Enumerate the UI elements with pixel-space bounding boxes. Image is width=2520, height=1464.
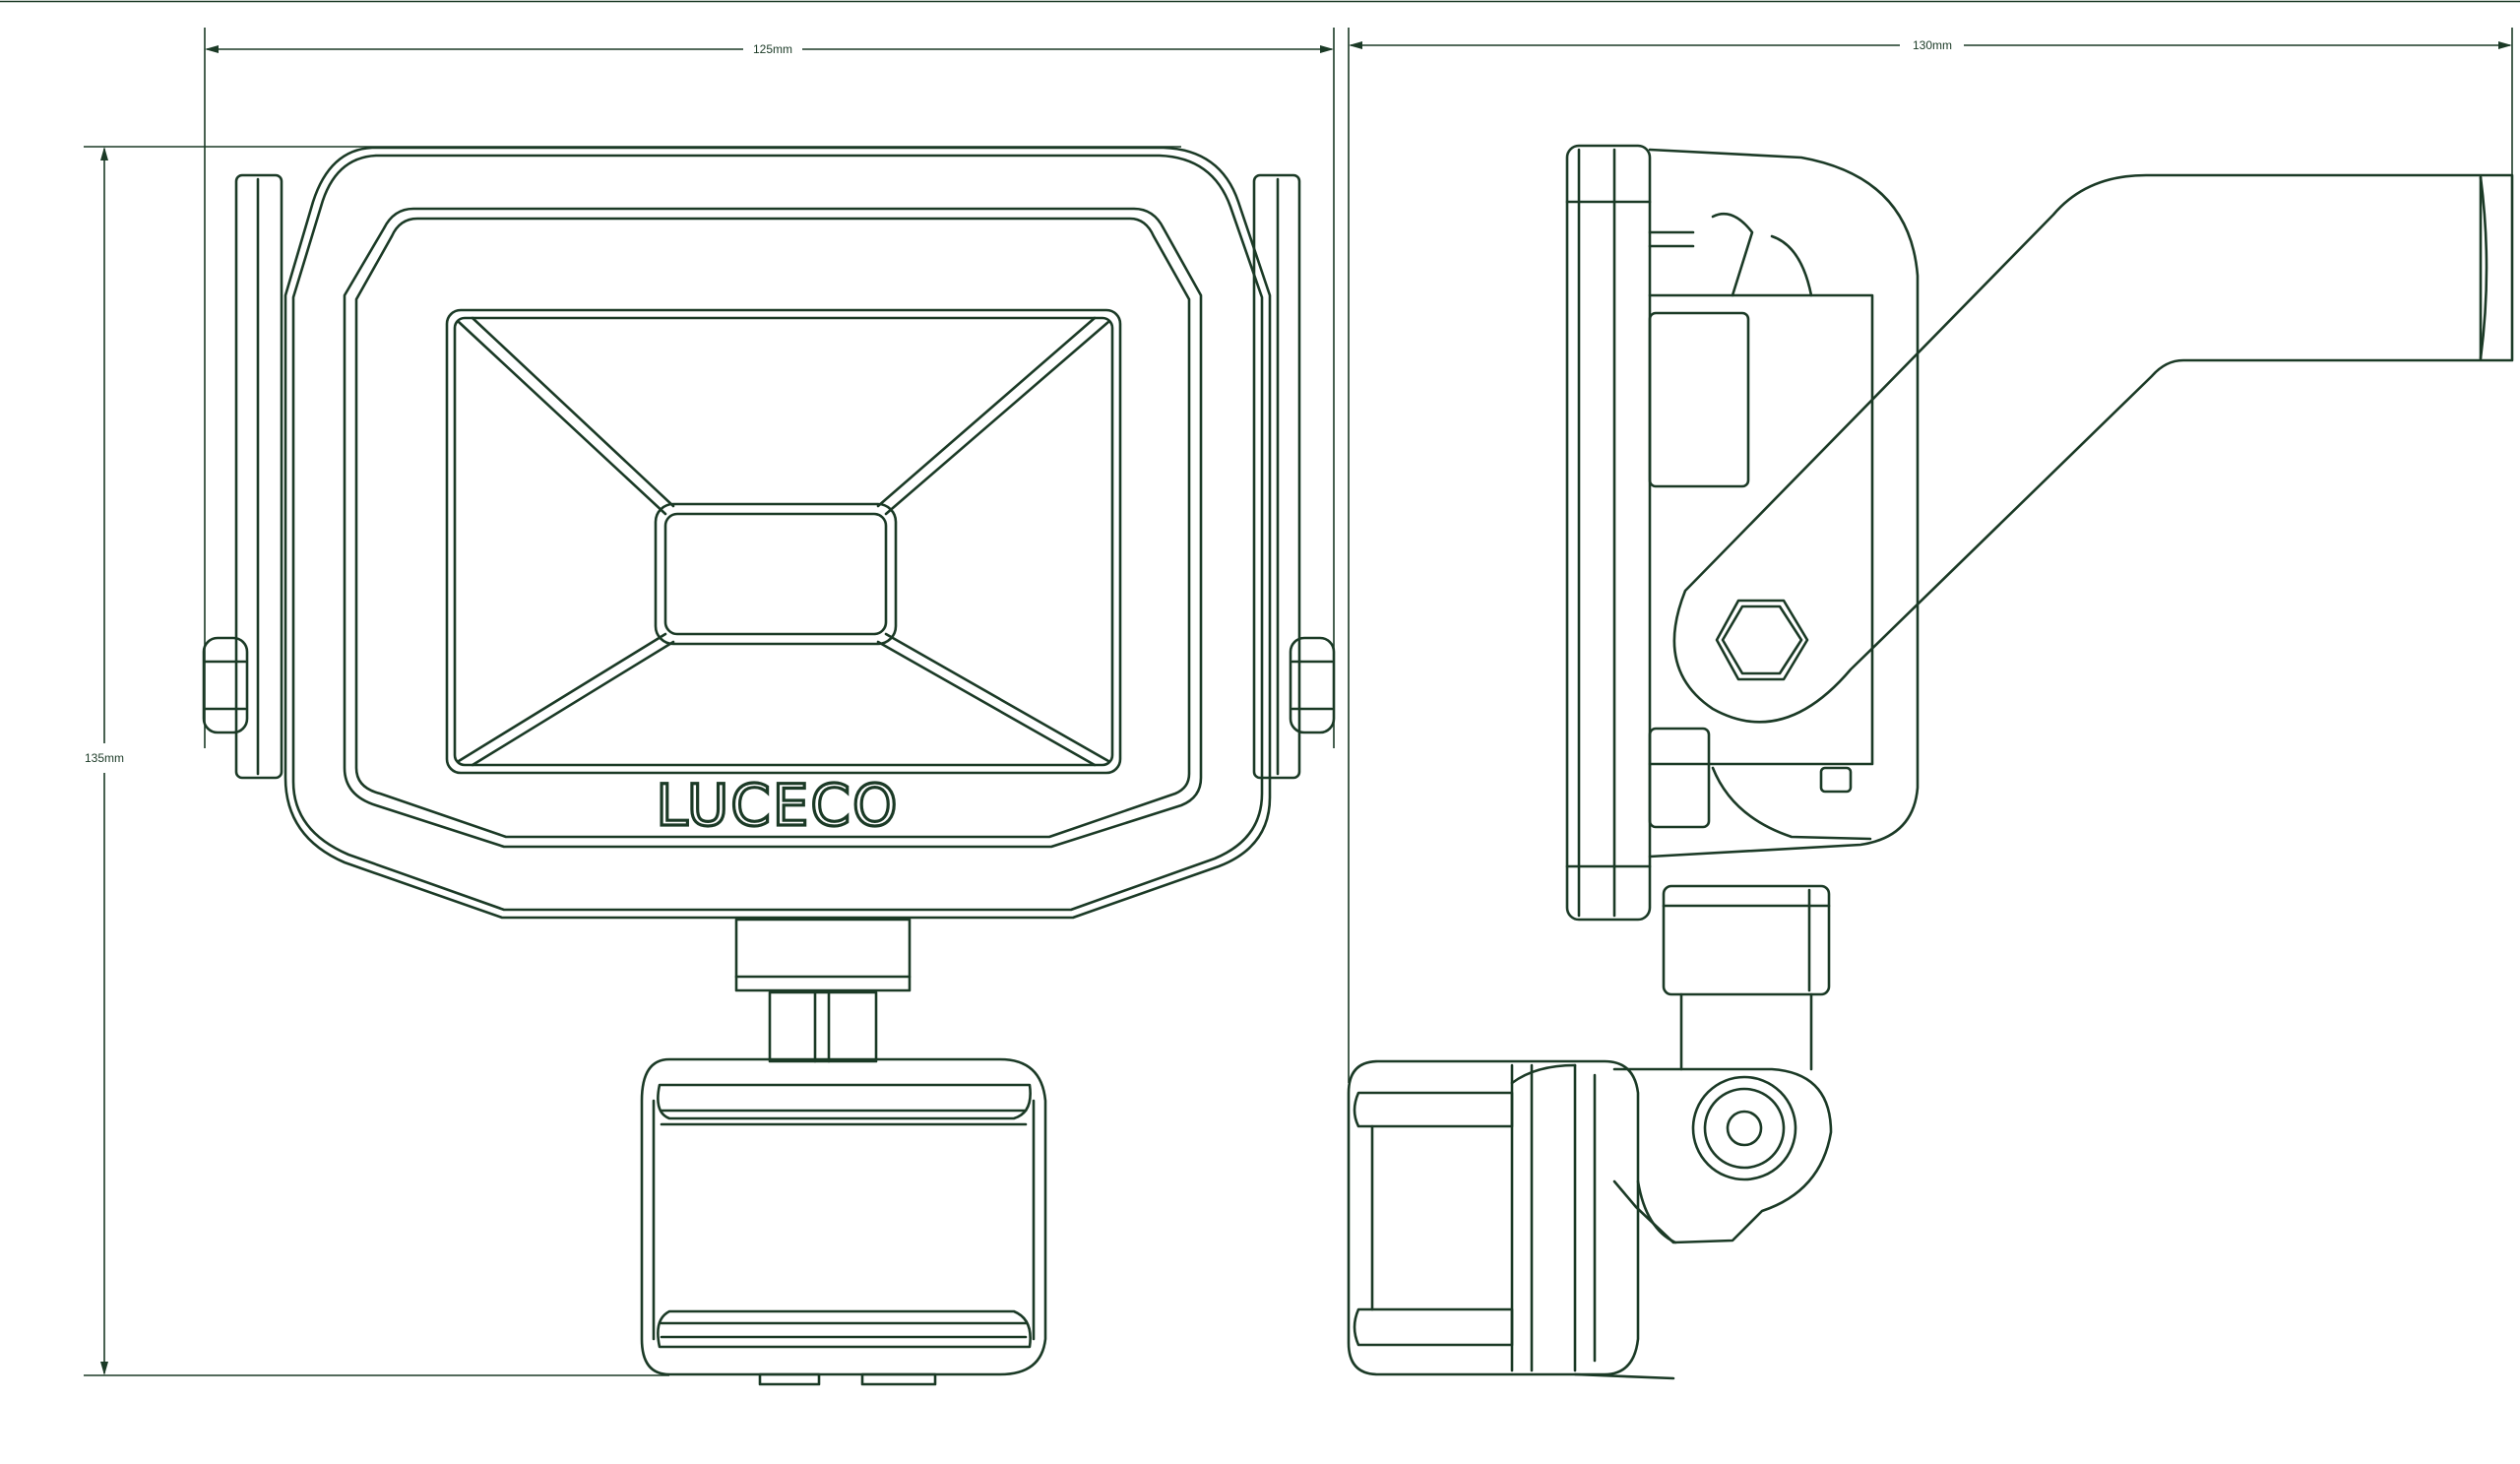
side-mounting-arm: [1672, 173, 2514, 724]
side-front-panel: [1565, 144, 1652, 922]
reflector: [445, 308, 1122, 775]
dimension-depth: 130mm: [1348, 28, 2513, 1083]
depth-label: 130mm: [1913, 38, 1952, 52]
side-sensor-pivot: [1612, 1067, 1833, 1244]
right-bracket: [1252, 173, 1301, 780]
side-neck: [1662, 884, 1831, 1071]
luceco-logo: LUCECO: [656, 772, 899, 839]
right-hex-nut: [1289, 636, 1336, 734]
housing-bezel: [343, 207, 1203, 849]
side-view: [1347, 144, 2514, 1380]
dimension-width: 125mm: [204, 28, 1335, 748]
side-sensor-body: [1347, 1059, 1675, 1380]
sensor-stem: [734, 918, 912, 1063]
left-bracket: [234, 173, 284, 780]
side-rear-body: [1648, 148, 1920, 859]
dimension-height: 135mm: [84, 146, 1181, 1376]
side-pivot-nut: [1715, 599, 1809, 681]
left-hex-nut: [202, 636, 249, 734]
front-view: LUCECO: [202, 146, 1336, 1386]
housing-outer: [284, 146, 1272, 920]
height-label: 135mm: [85, 751, 124, 765]
pir-sensor: [640, 1057, 1047, 1386]
width-label: 125mm: [753, 42, 792, 56]
